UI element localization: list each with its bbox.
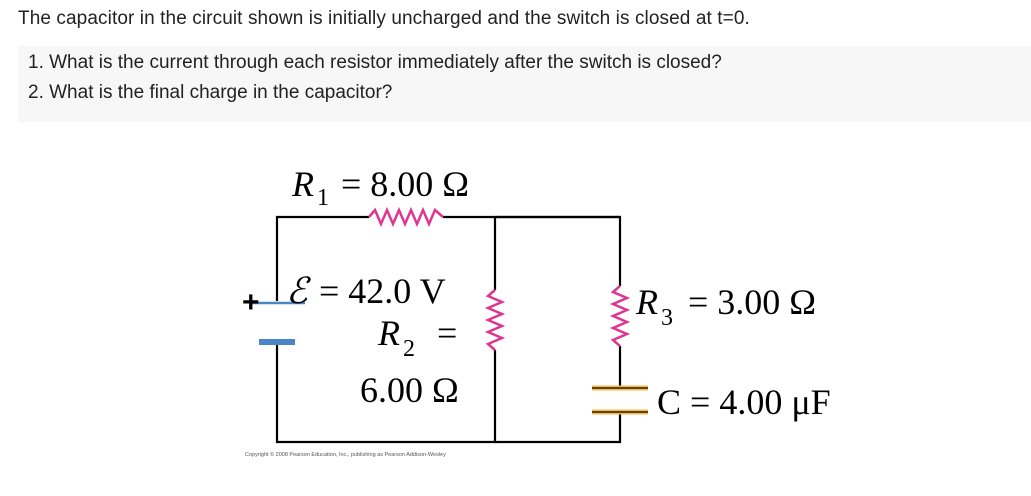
r1-value: = 8.00 Ω: [341, 164, 469, 204]
emf-value: = 42.0 V: [319, 271, 446, 311]
r2-equals: =: [437, 313, 457, 353]
question-list: 1. What is the current through each resi…: [18, 46, 1031, 122]
copyright-notice: Copyright © 2008 Pearson Education, Inc.…: [245, 451, 446, 458]
capacitor-icon: [592, 385, 648, 415]
r1-resistor: [368, 206, 444, 228]
capacitor-label: C = 4.00 μF: [657, 382, 831, 422]
r3-symbol: R: [635, 282, 658, 322]
circuit-diagram: R 1 = 8.00 Ω + ℰ = 42.0 V R 2 = 6.00 Ω R…: [242, 164, 831, 458]
r3-value: = 3.00 Ω: [688, 282, 816, 322]
r3-subscript: 3: [661, 305, 673, 331]
r3-resistor: [609, 285, 631, 347]
emf-symbol: ℰ: [286, 271, 311, 311]
problem-intro: The capacitor in the circuit shown is in…: [18, 8, 750, 29]
r1-symbol: R: [291, 164, 314, 204]
question-2: 2. What is the final charge in the capac…: [28, 82, 393, 103]
r2-subscript: 2: [403, 336, 415, 362]
r2-resistor: [484, 289, 506, 351]
r1-subscript: 1: [317, 185, 329, 211]
r2-symbol: R: [377, 313, 400, 353]
battery-icon: [249, 301, 305, 345]
circuit-wires: [275, 215, 622, 444]
question-1: 1. What is the current through each resi…: [28, 52, 722, 73]
r2-value: 6.00 Ω: [360, 370, 459, 410]
emf-plus-sign: +: [242, 286, 260, 319]
